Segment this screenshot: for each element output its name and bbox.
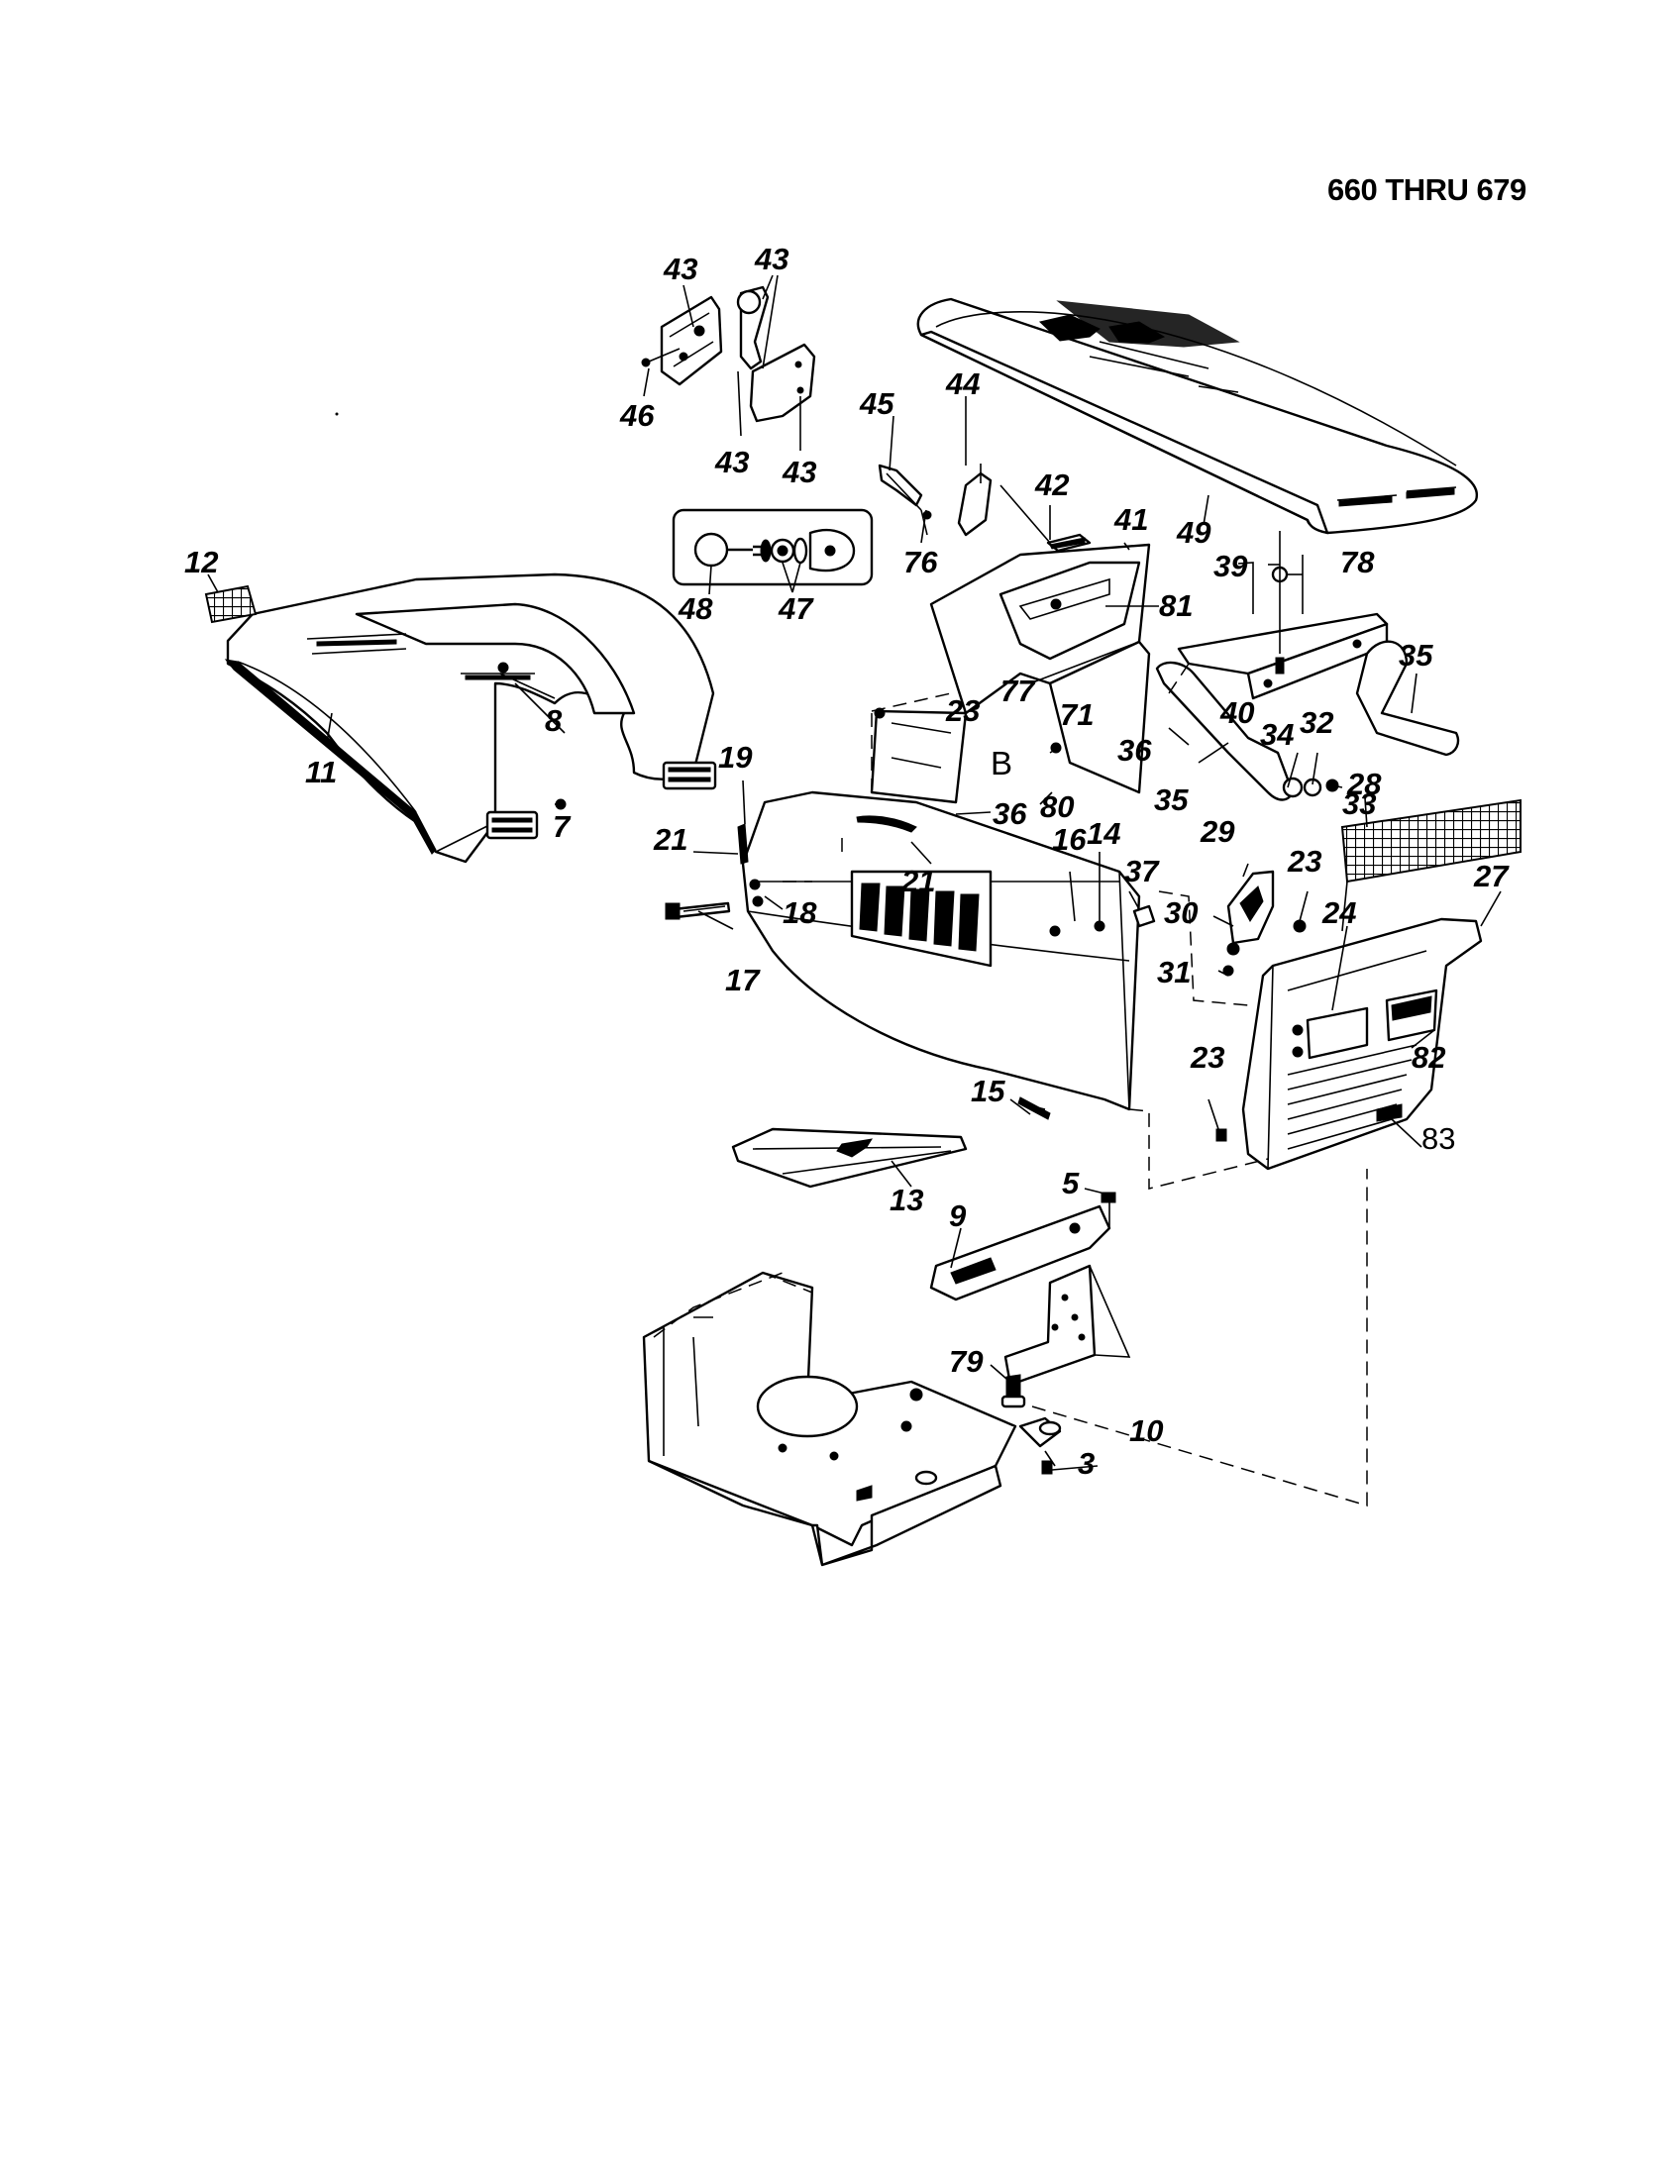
callout-23a: 23	[945, 693, 980, 728]
callout-43b: 43	[754, 242, 788, 276]
callout-labels: 43 43 43 43 46 45 44 42 76 41 49 48 47 1…	[184, 242, 1510, 1481]
inset-marker-b: B	[991, 745, 1012, 781]
callout-13: 13	[890, 1183, 923, 1217]
callout-82: 82	[1412, 1040, 1445, 1075]
callout-43d: 43	[782, 455, 816, 489]
callout-5: 5	[1062, 1166, 1080, 1200]
brackets-43	[641, 285, 816, 423]
headlight-29	[1222, 870, 1307, 977]
callout-31: 31	[1157, 955, 1191, 989]
callout-36a: 36	[1117, 733, 1152, 768]
callout-29: 29	[1200, 814, 1235, 849]
callout-37: 37	[1124, 854, 1160, 888]
callout-9: 9	[949, 1198, 967, 1233]
mounting-brackets	[929, 1192, 1131, 1408]
callout-36b: 36	[993, 796, 1027, 831]
callout-40: 40	[1219, 695, 1254, 730]
callout-24: 24	[1321, 895, 1356, 930]
callout-47: 47	[778, 591, 814, 626]
vent-slots	[859, 883, 980, 952]
callout-10: 10	[1129, 1413, 1163, 1448]
callout-43a: 43	[663, 252, 697, 286]
callout-12: 12	[184, 545, 218, 579]
callout-80: 80	[1040, 789, 1074, 824]
callout-7: 7	[553, 809, 572, 844]
assembly-lines	[653, 663, 1368, 1508]
fender-11	[224, 572, 717, 864]
callout-27: 27	[1473, 859, 1510, 893]
dash-panel-41	[870, 543, 1159, 804]
callout-19: 19	[718, 740, 753, 775]
callout-76: 76	[903, 545, 938, 579]
callout-78: 78	[1340, 545, 1375, 579]
callout-83: 83	[1421, 1121, 1455, 1156]
callout-71: 71	[1060, 697, 1094, 732]
side-panel-21	[741, 790, 1141, 1111]
callout-14: 14	[1087, 816, 1120, 851]
callout-79: 79	[949, 1344, 984, 1379]
callout-leaders	[207, 274, 1502, 1471]
hood-49	[916, 297, 1479, 535]
callout-81: 81	[1159, 588, 1193, 623]
callout-21a: 21	[653, 822, 687, 857]
callout-15: 15	[971, 1074, 1005, 1108]
callout-43c: 43	[714, 445, 749, 479]
bumper-37	[1132, 904, 1156, 928]
callout-23c: 23	[1190, 1040, 1224, 1075]
scan-speck	[335, 412, 339, 416]
callout-46: 46	[619, 398, 655, 433]
callout-18: 18	[783, 895, 817, 930]
callout-34: 34	[1260, 717, 1294, 752]
callout-11: 11	[305, 755, 337, 789]
callout-42: 42	[1034, 468, 1069, 502]
fasteners-left	[665, 823, 749, 920]
callout-33: 33	[1342, 786, 1376, 821]
callout-32: 32	[1300, 705, 1333, 740]
callout-41: 41	[1113, 502, 1148, 537]
callout-28: 28	[1346, 767, 1382, 801]
callout-35b: 35	[1154, 782, 1189, 817]
model-range-header: 660 THRU 679	[1327, 172, 1526, 207]
grille-27	[1241, 798, 1522, 1171]
callout-48: 48	[678, 591, 713, 626]
callout-17: 17	[725, 963, 761, 997]
callout-8: 8	[545, 703, 563, 738]
decal-12	[204, 584, 258, 624]
callout-35a: 35	[1399, 638, 1433, 673]
callout-45: 45	[859, 386, 894, 421]
hood-support-bracket	[1155, 531, 1460, 801]
callout-16: 16	[1052, 822, 1087, 857]
callout-30: 30	[1164, 895, 1198, 930]
callout-3: 3	[1078, 1446, 1095, 1481]
tractor-frame	[642, 1271, 1062, 1567]
callout-49: 49	[1176, 515, 1211, 550]
callout-39: 39	[1213, 549, 1248, 583]
callout-23b: 23	[1287, 844, 1321, 879]
callout-44: 44	[945, 366, 980, 401]
ignition-switch-inset	[672, 508, 874, 595]
callout-21b: 21	[900, 864, 935, 898]
callout-77: 77	[1000, 674, 1036, 708]
bottom-tray-13	[731, 1096, 1051, 1189]
bolt-23c	[1215, 1128, 1227, 1142]
